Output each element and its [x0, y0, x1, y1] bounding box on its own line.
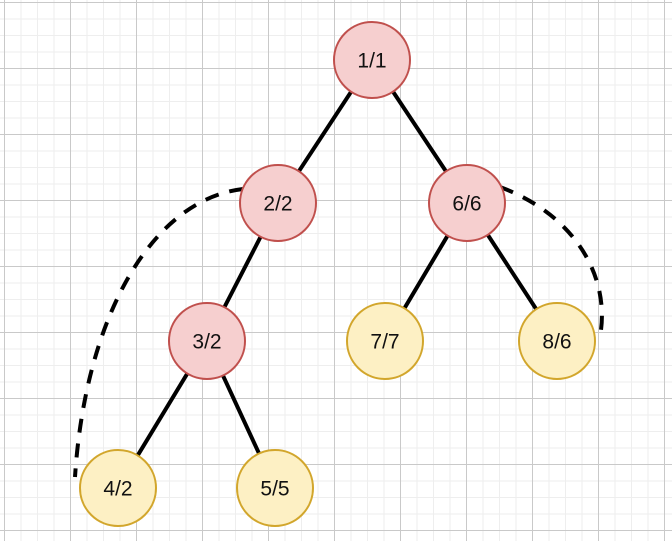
- tree-edge: [134, 370, 191, 459]
- node-circle[interactable]: [239, 164, 317, 242]
- tree-edge: [221, 234, 264, 310]
- tree-edge: [296, 88, 354, 175]
- node-circle[interactable]: [333, 21, 411, 99]
- node-label: 7/7: [370, 331, 399, 354]
- node-label: 8/6: [542, 331, 571, 354]
- graph-node-8-6[interactable]: 8/6: [518, 302, 596, 380]
- node-circle[interactable]: [168, 302, 246, 380]
- graph-node-5-5[interactable]: 5/5: [236, 449, 314, 527]
- graph-node-3-2[interactable]: 3/2: [168, 302, 246, 380]
- graph-node-2-2[interactable]: 2/2: [239, 164, 317, 242]
- node-circle[interactable]: [518, 302, 596, 380]
- node-label: 4/2: [103, 478, 132, 501]
- graph-node-7-7[interactable]: 7/7: [346, 302, 424, 380]
- graph-node-1-1[interactable]: 1/1: [333, 21, 411, 99]
- node-label: 3/2: [192, 331, 221, 354]
- node-circle[interactable]: [236, 449, 314, 527]
- tree-edge: [484, 232, 540, 312]
- node-label: 1/1: [357, 50, 386, 73]
- graph-node-6-6[interactable]: 6/6: [428, 164, 506, 242]
- node-circle[interactable]: [346, 302, 424, 380]
- arcs-layer: [73, 185, 604, 478]
- node-circle[interactable]: [428, 164, 506, 242]
- dashed-arc: [73, 187, 244, 478]
- node-label: 5/5: [260, 478, 289, 501]
- node-circle[interactable]: [79, 449, 157, 527]
- node-label: 2/2: [263, 193, 292, 216]
- tree-edge: [220, 372, 262, 457]
- tree-edge: [401, 232, 451, 312]
- edges-layer: [134, 88, 540, 459]
- graph-node-4-2[interactable]: 4/2: [79, 449, 157, 527]
- dashed-arc: [499, 185, 604, 331]
- nodes-layer: 1/1 2/2 6/6 3/2 7/7 8/6 4/2 5/5: [79, 21, 596, 527]
- tree-edge: [390, 88, 449, 175]
- node-label: 6/6: [452, 193, 481, 216]
